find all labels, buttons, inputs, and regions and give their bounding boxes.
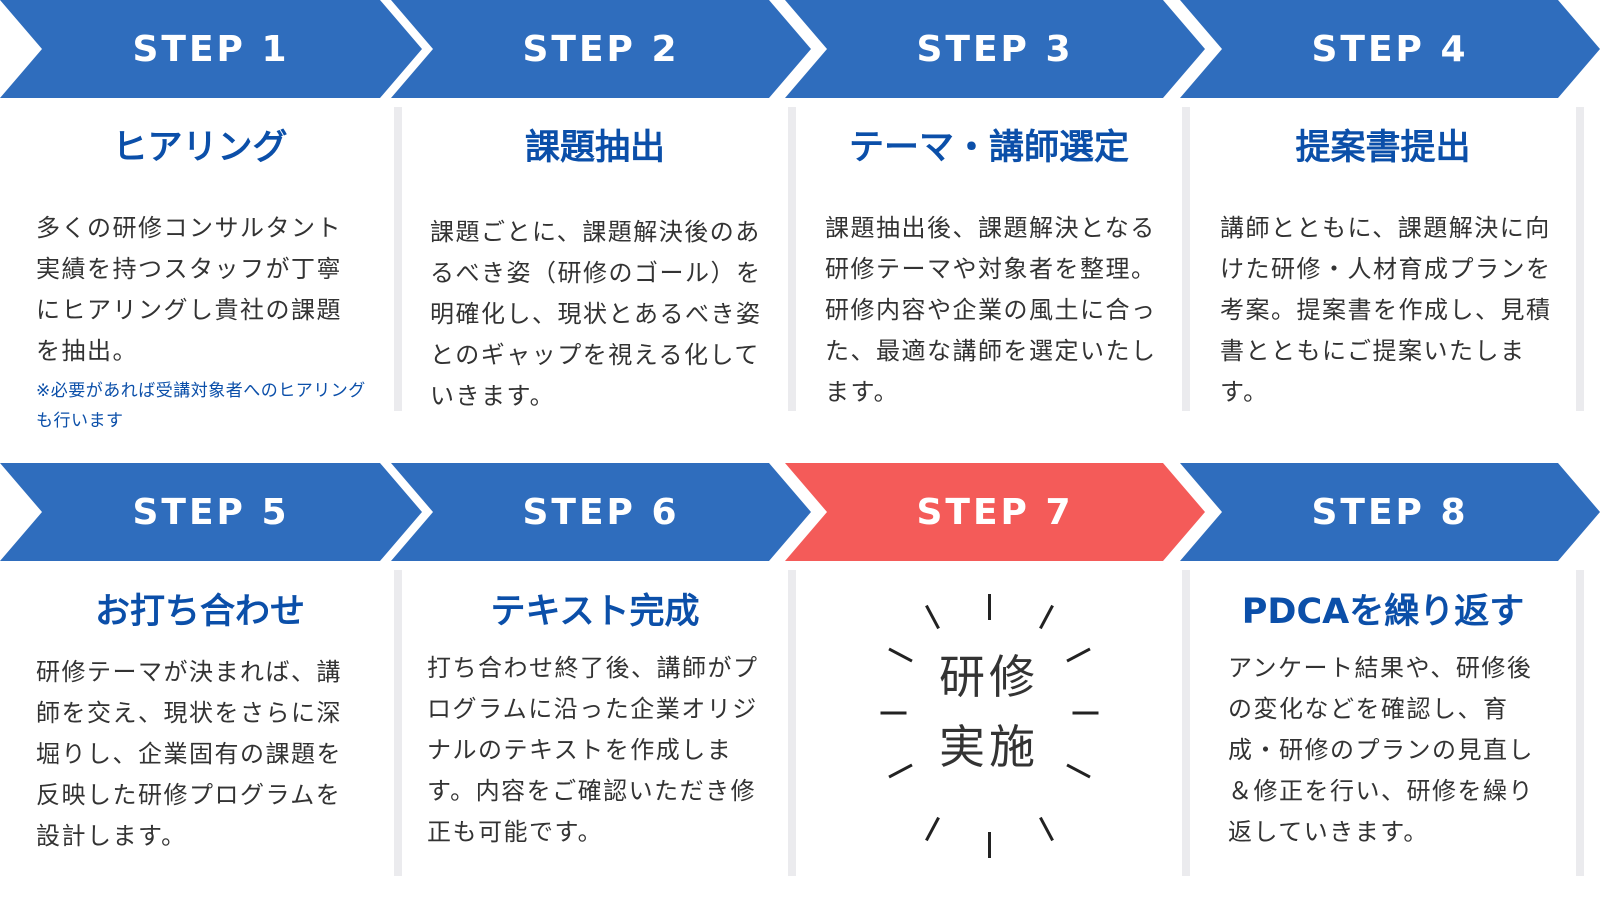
step-7-arrow: STEP 7 [785,463,1205,561]
burst-line-1: 研修 [939,650,1039,704]
divider-bar [1576,570,1584,876]
step-6-title: テキスト完成 [490,592,700,632]
burst-ray [925,604,940,630]
step-4-title: 提案書提出 [1295,128,1471,168]
step-1-label: STEP 1 [132,28,290,70]
burst-ray [988,832,991,858]
step-2-body: 課題ごとに、課題解決後のあるべき姿（研修のゴール）を明確化し、現状とあるべき姿と… [430,218,762,410]
step-4-body: 講師とともに、課題解決に向けた研修・人材育成プランを考案。提案書を作成し、見積書… [1220,214,1552,406]
divider-bar [1576,107,1584,411]
step-3-arrow: STEP 3 [785,0,1205,98]
divider-bar [394,570,402,876]
divider-bar [394,107,402,411]
burst-ray [925,816,940,842]
step-8-body: アンケート結果や、研修後の変化などを確認し、育成・研修のプランの見直し＆修正を行… [1228,654,1534,846]
burst-line-2: 実施 [939,720,1039,774]
divider-bar [1182,107,1190,411]
step-6-body: 打ち合わせ終了後、講師がプログラムに沿った企業オリジナルのテキストを作成します。… [427,654,759,846]
step-8-title: PDCAを繰り返す [1241,592,1525,632]
step-5-arrow: STEP 5 [0,463,422,561]
step-3-label: STEP 3 [916,28,1074,70]
step-2-label: STEP 2 [522,28,680,70]
step-5-title: お打ち合わせ [94,592,305,632]
burst-ray [988,594,991,620]
divider-bar [1182,570,1190,876]
divider-bar [788,570,796,876]
step-2-arrow: STEP 2 [391,0,811,98]
step-7-burst-text: 研修 実施 [889,642,1089,782]
step-4-arrow: STEP 4 [1180,0,1600,98]
step-6-label: STEP 6 [522,491,680,533]
step-4-label: STEP 4 [1311,28,1469,70]
divider-bar [788,107,796,411]
burst-ray [1039,604,1054,630]
step-7-burst: 研修 実施 [796,580,1182,870]
step-8-arrow: STEP 8 [1180,463,1600,561]
burst-ray [1039,816,1054,842]
step-3-title: テーマ・講師選定 [848,128,1129,168]
step-5-body: 研修テーマが決まれば、講師を交え、現状をさらに深堀りし、企業固有の課題を反映した… [36,658,342,850]
step-8-label: STEP 8 [1311,491,1469,533]
step-5-label: STEP 5 [132,491,290,533]
step-1-title: ヒアリング [112,128,288,168]
step-2-title: 課題抽出 [524,128,665,168]
step-1-note: ※必要があれば受講対象者へのヒアリングも行います [36,381,366,431]
step-6-arrow: STEP 6 [391,463,811,561]
step-1-arrow: STEP 1 [0,0,422,98]
step-3-body: 課題抽出後、課題解決となる研修テーマや対象者を整理。研修内容や企業の風土に合った… [825,214,1157,406]
step-1-body: 多くの研修コンサルタント実績を持つスタッフが丁寧にヒアリングし貴社の課題を抽出。 [36,214,342,365]
step-7-label: STEP 7 [916,491,1074,533]
